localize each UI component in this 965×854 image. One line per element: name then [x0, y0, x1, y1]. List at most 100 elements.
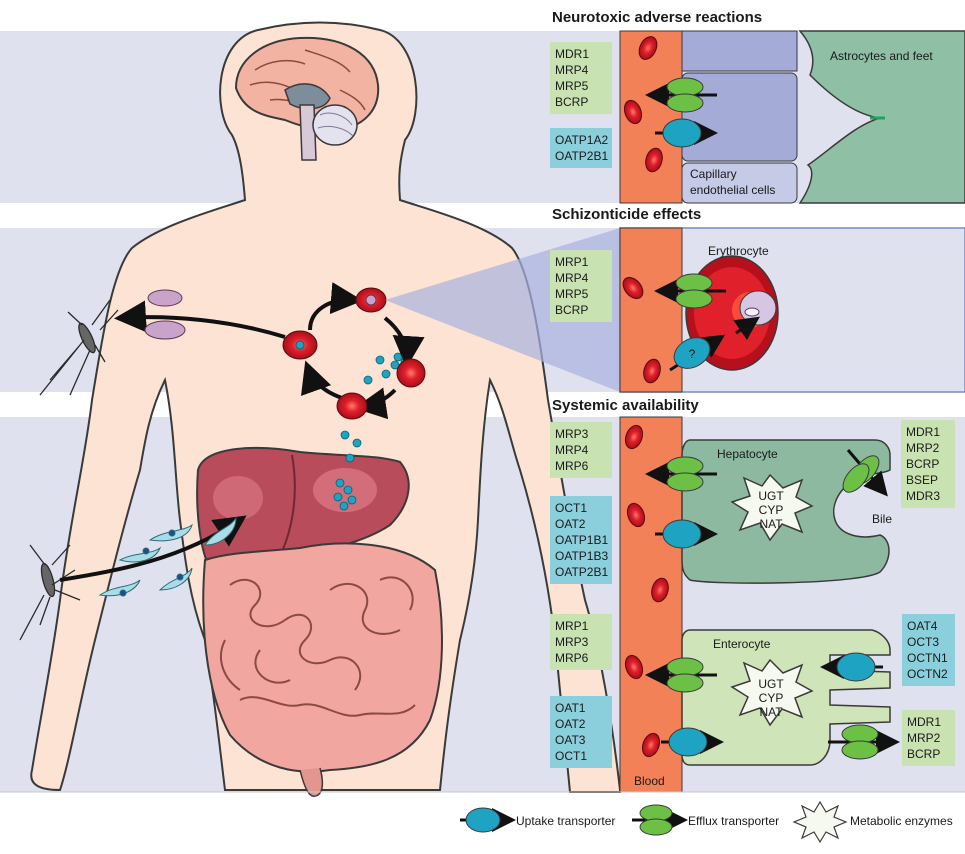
ent-uptake-lumen-list-bg [902, 614, 955, 686]
transporter-name: BSEP [906, 473, 938, 487]
erythrocytic-cycle [114, 282, 426, 420]
transporter-name: OCT1 [555, 501, 587, 515]
transporter-name: OCT3 [907, 635, 939, 649]
schizo-uptake-transporter: ? [669, 334, 726, 372]
transporter-name: OAT2 [555, 717, 586, 731]
transporter-name: OCTN2 [907, 667, 948, 681]
transporter-name: OCTN1 [907, 651, 948, 665]
bile-label: Bile [872, 512, 892, 526]
transporter-name: MDR1 [906, 425, 940, 439]
erythrocyte-label: Erythrocyte [708, 244, 769, 258]
ent-enzyme-name: CYP [759, 691, 784, 705]
dynamic-layer: Neurotoxic adverse reactionsSchizonticid… [516, 9, 955, 828]
merozoites [333, 352, 410, 511]
transporter-name: OATP2B1 [555, 565, 608, 579]
bile-efflux-transporter [842, 449, 888, 497]
transporter-name: OAT1 [555, 701, 586, 715]
ent-uptake-blood-list-bg [550, 696, 612, 768]
transporter-name: OATP2B1 [555, 149, 608, 163]
transporter-name: MRP3 [555, 427, 589, 441]
legend-enzymes-label: Metabolic enzymes [850, 814, 953, 828]
ent-uptake-transporter [661, 727, 724, 757]
transporter-name: BCRP [907, 747, 940, 761]
section-title-schizo: Schizonticide effects [552, 206, 701, 223]
transporter-name: OATP1B1 [555, 533, 608, 547]
unknown-transporter-mark: ? [689, 347, 696, 361]
hep-enzyme-name: NAT [759, 517, 783, 531]
enterocyte-enzyme-star [730, 658, 814, 727]
capillary-label-line1: Capillary [690, 167, 737, 181]
ent-efflux-transporter [645, 657, 717, 693]
legend-efflux-label: Efflux transporter [688, 814, 779, 828]
hepatocyte-label: Hepatocyte [717, 447, 778, 461]
transporter-name: MRP4 [555, 271, 589, 285]
ent-efflux-lumen-list-bg [902, 710, 955, 766]
transporter-name: BCRP [555, 303, 588, 317]
enterocyte-label: Enterocyte [713, 637, 771, 651]
legend-enzyme-icon [792, 800, 848, 844]
transporter-name: MDR3 [906, 489, 940, 503]
transporter-name: MDR1 [907, 715, 941, 729]
hep-bile-efflux-list-bg [901, 420, 955, 508]
legend-uptake-icon [460, 807, 516, 833]
neuro-uptake-transporter [655, 118, 718, 148]
ent-enzyme-name: NAT [759, 705, 783, 719]
transporter-name: MRP2 [906, 441, 940, 455]
transporter-name: MDR1 [555, 47, 589, 61]
transporter-name: BCRP [906, 457, 939, 471]
transporter-name: MRP3 [555, 635, 589, 649]
hep-enzyme-name: CYP [759, 503, 784, 517]
sporozoites [98, 516, 237, 597]
neuro-efflux-transporter [645, 77, 717, 113]
transporter-name: OAT4 [907, 619, 938, 633]
section-title-neuro: Neurotoxic adverse reactions [552, 9, 762, 26]
intestines-illustration [202, 542, 443, 797]
hep-enzyme-name: UGT [758, 489, 784, 503]
ent-lumen-uptake-transporter [820, 652, 883, 682]
transporter-name: MRP4 [555, 443, 589, 457]
transporter-name: MRP1 [555, 619, 589, 633]
astrocytes-label: Astrocytes and feet [830, 49, 933, 63]
transporter-name: MRP2 [907, 731, 941, 745]
capillary-label-line2: endothelial cells [690, 183, 775, 197]
legend-efflux-icon [632, 804, 688, 836]
ent-enzyme-name: UGT [758, 677, 784, 691]
transporter-name: OAT2 [555, 517, 586, 531]
ent-efflux-blood-list-bg [550, 614, 612, 670]
transporter-name: MRP4 [555, 63, 589, 77]
band-neuro [0, 31, 965, 203]
transporter-name: MRP5 [555, 79, 589, 93]
section-title-systemic: Systemic availability [552, 397, 699, 414]
ent-lumen-efflux-transporter [828, 724, 900, 760]
blood-label: Blood [634, 774, 665, 788]
schizo-efflux-transporter [654, 273, 726, 309]
brain-illustration [234, 36, 380, 161]
transporter-name: OATP1B3 [555, 549, 608, 563]
rbc-in-vessels [622, 36, 669, 758]
transporter-name: BCRP [555, 95, 588, 109]
transporter-name: MRP1 [555, 255, 589, 269]
schizo-efflux-list-bg [550, 250, 612, 322]
mosquito-upper-icon [39, 299, 119, 396]
mosquito-lower-icon [19, 544, 81, 641]
transporter-name: MRP6 [555, 459, 589, 473]
hep-uptake-transporter [655, 519, 718, 549]
hep-efflux-transporter [645, 456, 717, 492]
hep-efflux-blood-list-bg [550, 422, 612, 478]
neuro-efflux-list-bg [550, 42, 612, 114]
legend-uptake-label: Uptake transporter [516, 814, 615, 828]
hep-uptake-list-bg [550, 496, 612, 584]
transporter-name: MRP5 [555, 287, 589, 301]
hepatocyte-enzyme-star [730, 473, 814, 542]
